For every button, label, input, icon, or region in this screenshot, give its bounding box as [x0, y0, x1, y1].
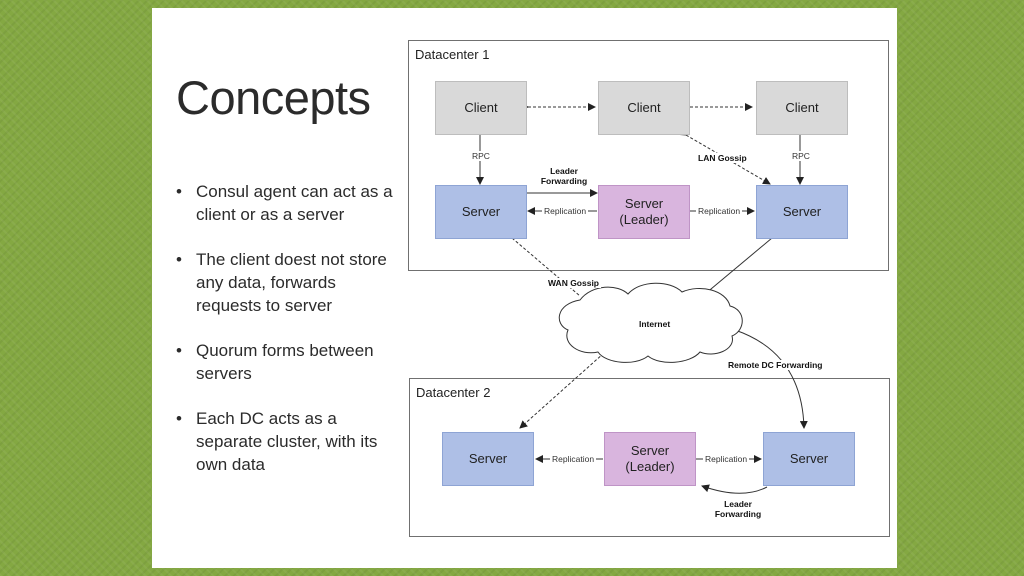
dc2-leader-forwarding-line2: Forwarding	[714, 509, 762, 519]
dc1-leader-label-line1: Server	[624, 196, 664, 211]
dc1-leader-forwarding-line1: Leader	[550, 166, 578, 176]
dc1-leader-forwarding-label: Leader Forwarding	[534, 166, 594, 186]
datacenter-1-title: Datacenter 1	[415, 47, 490, 62]
dc1-server-right: Server	[756, 185, 848, 239]
dc1-leader-forwarding-line2: Forwarding	[540, 176, 588, 186]
rpc-label-right: RPC	[790, 151, 812, 161]
internet-label: Internet	[639, 319, 671, 329]
dc1-client-middle: Client	[598, 81, 690, 135]
dc2-server-leader: Server (Leader)	[604, 432, 696, 486]
dc1-server-left: Server	[435, 185, 527, 239]
bullet-item: Each DC acts as a separate cluster, with…	[172, 407, 397, 476]
slide: Concepts Consul agent can act as a clien…	[152, 8, 897, 568]
dc1-leader-label-line2: (Leader)	[619, 212, 669, 227]
lan-gossip-label: LAN Gossip	[696, 153, 749, 163]
dc2-server-right: Server	[763, 432, 855, 486]
bullet-list: Consul agent can act as a client or as a…	[172, 180, 397, 498]
dc2-replication-label-right: Replication	[703, 454, 750, 464]
dc1-client-right: Client	[756, 81, 848, 135]
dc2-leader-label-line2: (Leader)	[625, 459, 675, 474]
bullet-item: Quorum forms between servers	[172, 339, 397, 385]
dc2-leader-label-line1: Server	[630, 443, 670, 458]
datacenter-2-title: Datacenter 2	[416, 385, 491, 400]
dc2-leader-forwarding-line1: Leader	[724, 499, 752, 509]
dc1-server-leader: Server (Leader)	[598, 185, 690, 239]
dc1-replication-label-right: Replication	[696, 206, 743, 216]
dc1-replication-label-left: Replication	[542, 206, 589, 216]
slide-title: Concepts	[176, 71, 371, 124]
rpc-label-left: RPC	[470, 151, 492, 161]
bullet-item: The client doest not store any data, for…	[172, 248, 397, 317]
dc2-leader-forwarding-label: Leader Forwarding	[708, 499, 768, 519]
dc2-replication-label-left: Replication	[550, 454, 597, 464]
wan-gossip-label: WAN Gossip	[546, 278, 602, 288]
bullet-item: Consul agent can act as a client or as a…	[172, 180, 397, 226]
dc2-server-left: Server	[442, 432, 534, 486]
dc1-client-left: Client	[435, 81, 527, 135]
remote-dc-forwarding-label: Remote DC Forwarding	[726, 360, 825, 370]
